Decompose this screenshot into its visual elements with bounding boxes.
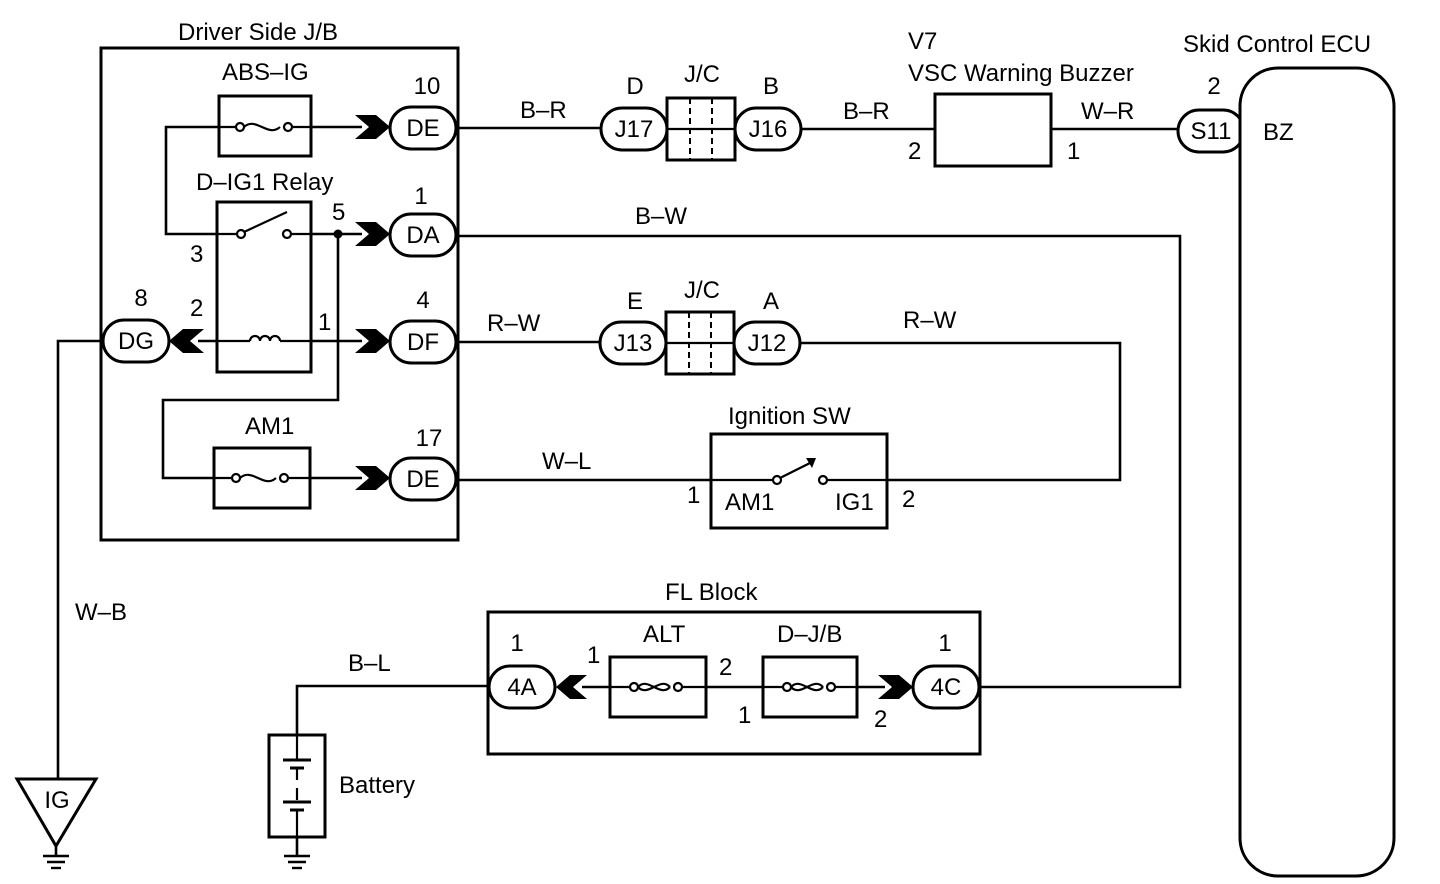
d-ig1-relay-box [215,200,313,374]
wire-abs-ig-to-relay [164,125,219,236]
arrow-de-bottom [355,466,390,490]
wire-bw [456,234,1182,689]
ignition-switch-contact [711,458,887,486]
ig-ground-triangle [14,777,99,849]
alt-pin-1: 1 [587,642,600,669]
ground-ig-label: IG [44,787,69,814]
connector-df-pin: 4 [416,287,429,314]
wire-rw-right [800,341,1122,482]
wire-rw-left-label: R–W [487,310,541,337]
vsc-warning-buzzer [933,92,1053,168]
relay-pin-3: 3 [190,241,203,268]
connector-da-pin: 1 [414,183,427,210]
relay-coil-symbol [217,334,311,343]
alt-fuse-label: ALT [643,621,686,648]
wire-wl-label: W–L [542,448,591,475]
ignition-switch-pin-2: 2 [902,486,915,513]
connector-4c-label: 4C [931,674,962,701]
connector-4a-pin: 1 [510,630,523,657]
connector-de-bottom-label: DE [406,466,439,493]
wire-wr-label: W–R [1081,98,1134,125]
wire-rw-right-label: R–W [903,307,957,334]
skid-control-ecu [1238,66,1396,878]
buzzer-code: V7 [908,28,937,55]
connector-da-label: DA [406,222,439,249]
buzzer-name: VSC Warning Buzzer [908,60,1134,87]
dj-pin-1: 1 [738,702,751,729]
wire-wb-label: W–B [75,599,127,626]
battery-ground-icon [284,837,310,870]
alt-fusible-link-symbol [610,681,706,693]
ignition-switch-ig1: IG1 [835,489,874,516]
wire-bw-label: B–W [635,203,687,230]
connector-s11-pin: 2 [1207,73,1220,100]
battery-symbol [283,735,311,837]
connector-j13-letter: E [627,288,643,315]
relay-switch-symbol [217,211,311,240]
wire-splice-to-am1 [161,234,340,480]
relay-pin-5: 5 [332,199,345,226]
d-ig1-relay-label: D–IG1 Relay [196,169,333,196]
dj-fuse-label: D–J/B [777,621,842,648]
wire-br-left-label: B–R [520,97,567,124]
relay-pin-2: 2 [190,295,203,322]
relay-pin-1: 1 [318,309,331,336]
arrow-da [355,222,390,246]
connector-de-bottom-pin: 17 [416,425,443,452]
connector-j17-label: J17 [615,116,654,143]
arrow-4c [878,675,913,699]
arrow-4a [556,675,587,699]
buzzer-pin-left: 2 [908,138,921,165]
connector-dg-label: DG [118,328,154,355]
ecu-name: Skid Control ECU [1183,31,1371,58]
wire-bl-label: B–L [348,650,391,677]
connector-j13-label: J13 [614,330,653,357]
am1-fuse-label: AM1 [245,413,294,440]
connector-de-top-label: DE [406,115,439,142]
wire-br-right-label: B–R [843,98,890,125]
arrow-de-top [355,115,390,139]
buzzer-pin-right: 1 [1067,138,1080,165]
connector-j16-letter: B [763,73,779,100]
alt-pin-2: 2 [719,654,732,681]
ecu-terminal-bz: BZ [1263,119,1294,146]
connector-j12-label: J12 [748,330,787,357]
connector-s11-label: S11 [1191,118,1232,145]
fl-block-title: FL Block [665,579,758,606]
arrow-df [355,329,390,353]
connector-4c [911,664,981,710]
junction-connector-top-label: J/C [684,61,720,88]
connector-df-label: DF [407,329,439,356]
connector-j12-letter: A [763,288,779,315]
arrow-dg [169,329,204,353]
driver-side-jb-title: Driver Side J/B [178,19,338,46]
am1-fuse-symbol [214,472,310,484]
connector-4a-label: 4A [507,674,536,701]
dj-fusible-link-symbol [763,681,857,693]
ignition-switch-pin-1: 1 [687,482,700,509]
abs-ig-fuse-label: ABS–IG [222,59,309,86]
dj-pin-2: 2 [874,706,887,733]
ignition-switch-title: Ignition SW [728,403,851,430]
connector-de-top-pin: 10 [414,73,441,100]
wire-wb [56,339,103,778]
wire-bl [295,684,489,735]
connector-j17-letter: D [626,73,643,100]
junction-connector-middle-label: J/C [684,277,720,304]
connector-dg-pin: 8 [134,285,147,312]
battery-label: Battery [339,772,415,799]
ig-ground-icon [43,846,69,870]
connector-4c-pin: 1 [938,630,951,657]
abs-ig-fuse-symbol [219,121,311,133]
connector-j16-label: J16 [749,116,788,143]
ignition-switch-am1: AM1 [725,489,774,516]
